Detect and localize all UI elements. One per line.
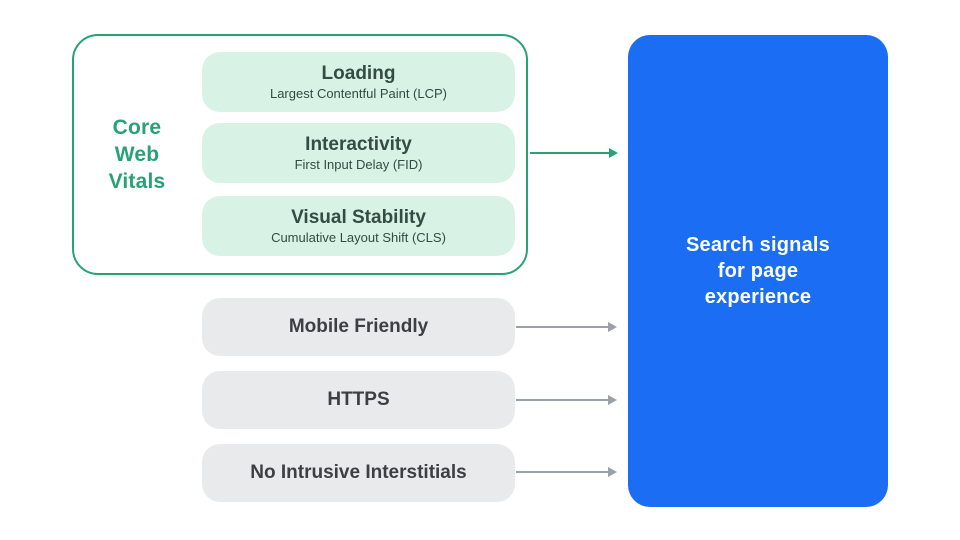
mobile-friendly-arrow-icon [516,322,617,332]
core-web-vitals-label: Core Web Vitals [108,116,166,193]
signal-label: No Intrusive Interstitials [250,462,467,483]
signal-label: Mobile Friendly [288,316,429,337]
signal-card-no-intrusive-interstitials: No Intrusive Interstitials [202,444,515,502]
metric-card-loading: Loading Largest Contentful Paint (LCP) [202,52,515,112]
metric-card-interactivity: Interactivity First Input Delay (FID) [202,123,515,183]
metric-subtitle: Largest Contentful Paint (LCP) [269,86,448,101]
no-interstitials-arrow-icon [516,467,617,477]
metric-title: Interactivity [305,134,412,155]
https-arrow-icon [516,395,617,405]
signal-card-https: HTTPS [202,371,515,429]
metric-card-visual-stability: Visual Stability Cumulative Layout Shift… [202,196,515,256]
search-signals-result-box: Search signals for page experience [628,35,888,507]
metric-subtitle: Cumulative Layout Shift (CLS) [271,230,446,245]
signal-label: HTTPS [327,389,390,410]
metric-subtitle: First Input Delay (FID) [294,157,423,172]
metric-title: Visual Stability [291,207,426,228]
metric-title: Loading [321,63,396,84]
cwv-arrow-icon [530,148,618,158]
search-signals-label: Search signals for page experience [686,234,830,308]
signal-card-mobile-friendly: Mobile Friendly [202,298,515,356]
